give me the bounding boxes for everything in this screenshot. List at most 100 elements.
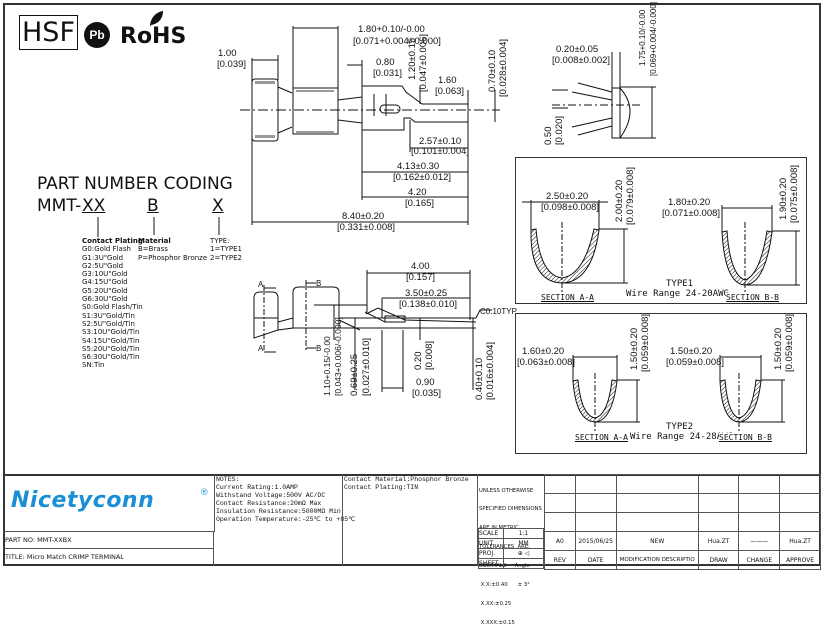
dim-top-9-inch: [0.165] (405, 198, 435, 209)
note-line: Current Rating:1.0AMP (216, 484, 298, 491)
scale-label: SCALE (478, 528, 504, 539)
tolerance-line: SPECIFIED DIMENSIONS (479, 506, 542, 513)
material-note: Contact Material:Phosphor Bronze (344, 476, 469, 483)
type2-title: TYPE2 (666, 422, 694, 432)
plating-option: G3:10U"Gold (82, 270, 128, 279)
note-line: Insulation Resistance:5000MΩ Min (216, 508, 341, 515)
plating-option: S4:15U"Gold/Tin (82, 336, 140, 345)
drawing-frame (3, 3, 821, 566)
material-list: Material B=Brass P=Phosphor Bronze (138, 237, 207, 262)
description-header: MODIFICATION DESCRIPTIO (615, 550, 699, 570)
dim-top-2: 1.80+0.10/-0.00 (358, 24, 425, 35)
projection-label: PROJ. (478, 548, 504, 559)
dim-top-3: 0.80 (376, 57, 395, 68)
part-number-coding-title: PART NUMBER CODING (37, 174, 233, 194)
type-option: 1=TYPE1 (210, 245, 242, 254)
description-value: NEW (615, 531, 699, 551)
end-view-drawing (552, 52, 656, 139)
section-a-label-top: A (258, 280, 264, 289)
type1-a-width-inch: [0.098±0.008] (541, 202, 600, 213)
dim-end-1: 0.20±0.05 (556, 44, 599, 55)
revision-table: A0 2015/06/25 NEW Hua.ZT ——— Hua.ZT REV … (544, 474, 821, 570)
approve-header: APPROVE (779, 550, 821, 570)
change-value: ——— (738, 531, 781, 551)
type-list: TYPE: 1=TYPE1 2=TYPE2 (210, 237, 242, 262)
drawing-title: TITLE: Micro Match CRIMP TERMINAL (3, 549, 214, 566)
plating-option: G4:15U"Gold (82, 278, 128, 287)
revision-row: A0 2015/06/25 NEW Hua.ZT ——— Hua.ZT (544, 531, 821, 551)
coding-leader-lines (97, 217, 220, 237)
sheet-label: SHEET (478, 558, 504, 569)
material-heading: Material (138, 237, 171, 245)
leaf-icon (150, 11, 163, 27)
type2-b-height: 1.50±0.20 (773, 327, 784, 370)
type2-a-height-inch: [0.059±0.008] (640, 313, 651, 372)
plating-option: S6:30U"Gold/Tin (82, 353, 140, 362)
note-line: NOTES: (216, 476, 240, 483)
company-logo: Nicetyconn (11, 488, 155, 513)
plating-option: S3:10U"Gold/Tin (82, 328, 140, 337)
type2-section-a-label: SECTION A-A (575, 433, 628, 442)
type2-section-panel (515, 313, 807, 454)
type1-wire-range: Wire Range 24-20AWG (626, 289, 729, 299)
material-note: Contact Plating:TIN (344, 484, 419, 491)
chamfer-note: C0.10TYP. (480, 307, 519, 316)
type2-sections (572, 355, 785, 432)
plating-option: G1:3U"Gold (82, 253, 124, 262)
rev-value: A0 (544, 531, 576, 551)
type2-b-width-inch: [0.059±0.008] (666, 357, 725, 368)
sheet-value (503, 558, 544, 569)
note-line: Withstand Voltage:500V AC/DC (216, 492, 326, 499)
plating-option: S5:20U"Gold/Tin (82, 344, 140, 353)
side-view-drawing (253, 270, 492, 392)
unit-value: MM (503, 538, 544, 549)
date-value: 2015/06/25 (574, 531, 617, 551)
approve-value: Hua.ZT (779, 531, 821, 551)
plating-option: SN:Tin (82, 361, 105, 370)
plating-option: S0:Gold Flash/Tin (82, 303, 143, 312)
type2-b-width: 1.50±0.20 (670, 346, 713, 357)
type1-section-panel (515, 157, 807, 304)
section-b-label-top: B (316, 279, 322, 288)
dim-top-7-inch: [0.101±0.004] (411, 146, 470, 157)
dim-side-2: 3.50±0.25 (405, 288, 448, 299)
note-line: Contact Resistance:20mΩ Max (216, 500, 322, 507)
rohs-label: RoHS (120, 24, 187, 49)
unit-label: UNIT (478, 538, 504, 549)
part-code-prefix: MMT- (37, 196, 82, 216)
notes-block: NOTES: Current Rating:1.0AMP Withstand V… (216, 476, 355, 524)
plating-option: S1:3U"Gold/Tin (82, 311, 135, 320)
wire-barrel (292, 87, 339, 135)
dim-top-8-inch: [0.162±0.012] (393, 172, 452, 183)
plating-option: G0:Gold Flash (82, 245, 131, 254)
part-code-material: B (147, 196, 159, 216)
top-view-drawing (240, 26, 500, 225)
part-code-plating: XX (82, 196, 106, 216)
projection-symbol-icon: ⊕ ◁ (503, 548, 544, 559)
part-code-type: X (212, 196, 224, 216)
dim-top-8: 4.13±0.30 (397, 161, 440, 172)
pb-label: Pb (89, 28, 105, 42)
type2-section-b-label: SECTION B-B (719, 433, 772, 442)
dim-top-10: 8.40±0.20 (342, 211, 385, 222)
section-a-label-bottom: A (258, 344, 264, 353)
type1-section-a-label: SECTION A-A (541, 293, 594, 302)
plating-option: S2:5U"Gold/Tin (82, 319, 135, 328)
rohs-logo: RoHS (120, 11, 187, 49)
company-logo-cell: Nicetyconn ® (3, 474, 215, 532)
type2-a-height: 1.50±0.20 (629, 327, 640, 370)
dim-side-6: 0.90 (416, 377, 435, 388)
type1-section-b-label: SECTION B-B (726, 293, 779, 302)
plating-option: G5:20U"Gold (82, 286, 128, 295)
date-header: DATE (574, 550, 617, 570)
tolerance-line: UNLESS OTHERWISE (479, 487, 534, 494)
draw-header: DRAW (697, 550, 740, 570)
dim-top-7: 2.57±0.10 (419, 136, 462, 147)
dim-top-10-inch: [0.331±0.008] (337, 222, 396, 233)
dim-side-2-inch: [0.138±0.010] (399, 299, 458, 310)
contact-plating-heading: Contact Plating (82, 237, 143, 245)
dim-side-1: 4.00 (411, 261, 430, 272)
tolerance-line: X.XX:±0.25 (479, 600, 512, 607)
tolerance-line: X.X:±0.40 ± 3° (479, 582, 530, 589)
material-notes-block: Contact Material:Phosphor Bronze Contact… (344, 476, 469, 492)
